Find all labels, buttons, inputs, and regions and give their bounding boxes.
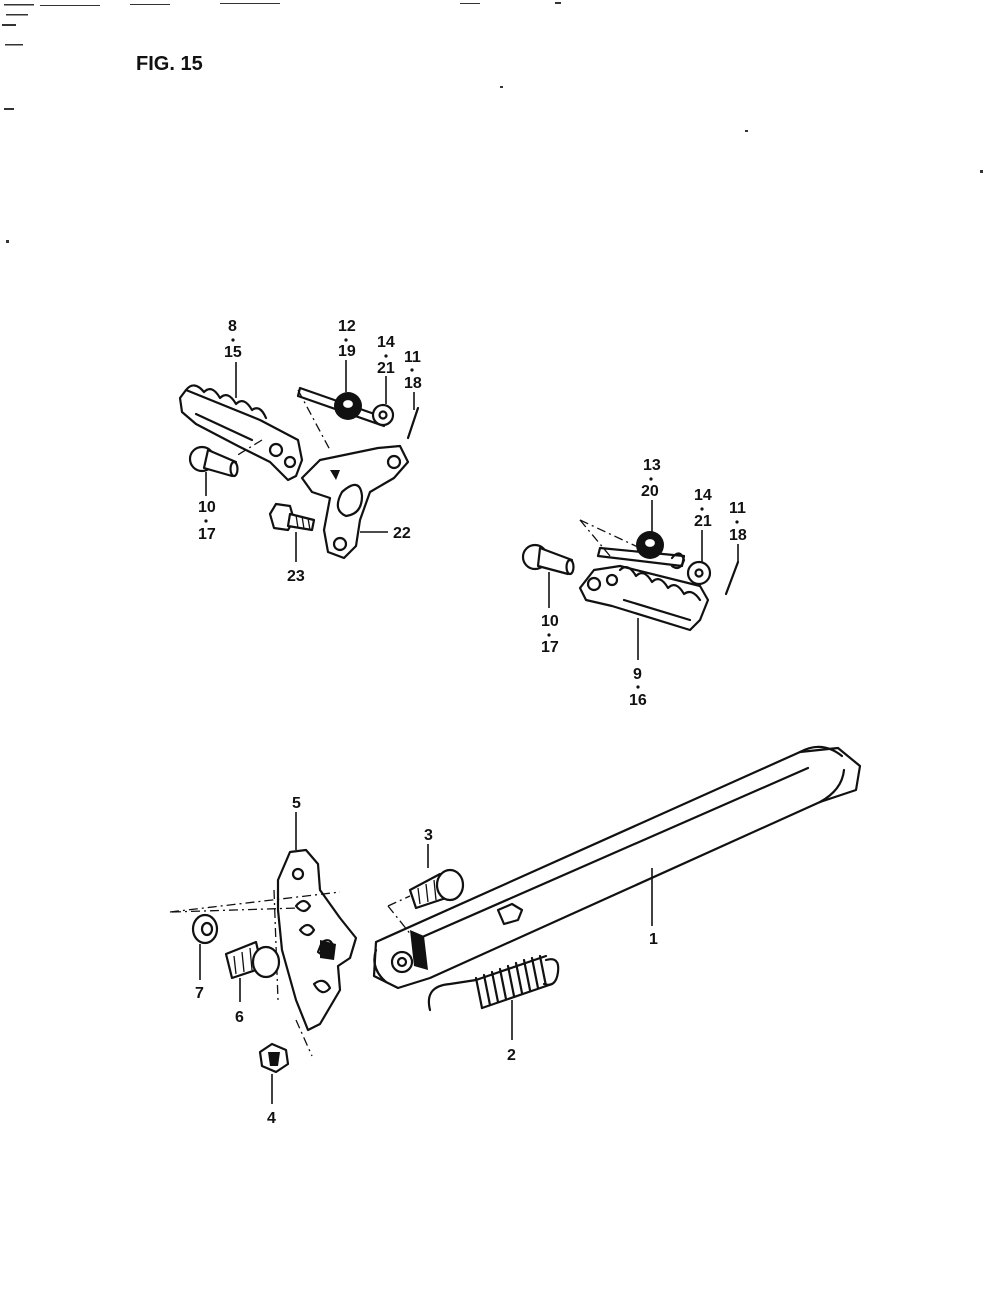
callout-7: 7 (195, 985, 204, 1002)
callouts: 8 15 12 19 14 21 11 18 10 17 22 23 13 20… (195, 318, 747, 1127)
callout-10-right: 10 (541, 613, 559, 630)
callout-2: 2 (507, 1047, 516, 1064)
callout-14-left: 14 (377, 334, 395, 351)
right-footrest-pin (521, 543, 575, 576)
callout-20: 20 (641, 483, 659, 500)
stand-spring (427, 954, 560, 1012)
left-cotter-pin (406, 406, 420, 440)
callout-19: 19 (338, 343, 356, 360)
callout-23: 23 (287, 568, 305, 585)
callout-6: 6 (235, 1009, 244, 1026)
callout-15: 15 (224, 344, 242, 361)
stand-bracket-bolt (224, 940, 281, 980)
stand-nut (258, 1042, 290, 1074)
right-footrest-assembly (521, 519, 740, 632)
left-footrest-bracket (300, 444, 410, 560)
callout-13: 13 (643, 457, 661, 474)
callout-10-left: 10 (198, 499, 216, 516)
figure-title: FIG. 15 (136, 53, 203, 75)
left-footrest-peg (178, 384, 304, 482)
callout-12: 12 (338, 318, 356, 335)
side-stand-bar (372, 745, 862, 990)
callout-18-right: 18 (729, 527, 747, 544)
scan-noise (2, 2, 983, 243)
leader-lines (199, 360, 739, 1104)
callout-21-right: 21 (694, 513, 712, 530)
callout-17-right: 17 (541, 639, 559, 656)
left-footrest-spring (296, 386, 388, 451)
left-footrest-assembly (178, 384, 420, 560)
callout-3: 3 (424, 827, 433, 844)
right-footrest-peg (578, 564, 710, 632)
left-bracket-bolt (268, 502, 316, 532)
left-footrest-pin (188, 445, 239, 478)
left-washer (371, 403, 395, 427)
side-stand-assembly (169, 745, 862, 1074)
right-washer (686, 560, 712, 586)
callout-4: 4 (267, 1110, 276, 1127)
stand-pivot-bolt (387, 868, 465, 937)
callout-8: 8 (228, 318, 237, 335)
right-footrest-spring (579, 519, 686, 570)
callout-11-left: 11 (404, 349, 421, 366)
callout-22: 22 (393, 525, 411, 542)
callout-14-right: 14 (694, 487, 712, 504)
right-cotter-pin (724, 560, 740, 596)
callout-17-left: 17 (198, 526, 216, 543)
stand-washer (191, 913, 219, 945)
callout-18-left: 18 (404, 375, 422, 392)
callout-5: 5 (292, 795, 301, 812)
callout-1: 1 (649, 931, 658, 948)
stand-bracket (169, 848, 358, 1057)
callout-21-left: 21 (377, 360, 395, 377)
callout-16: 16 (629, 692, 647, 709)
callout-9: 9 (633, 666, 642, 683)
callout-11-right: 11 (729, 500, 746, 517)
